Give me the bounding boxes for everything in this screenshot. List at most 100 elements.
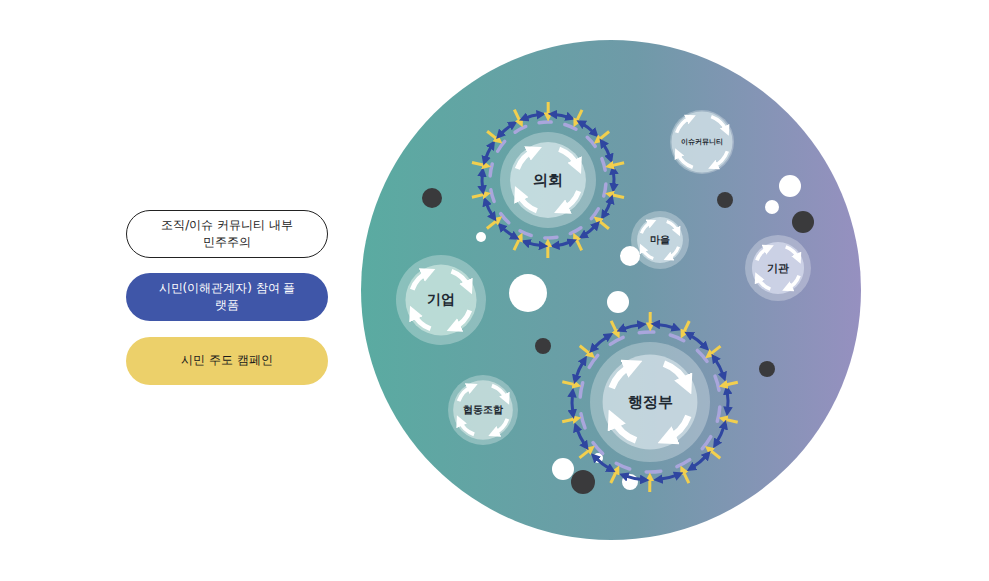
campaign-arrow <box>579 449 591 458</box>
cycle-arrow <box>451 271 468 287</box>
cycle-arrow <box>518 193 537 210</box>
platform-arc <box>539 120 551 124</box>
cycle-arrow <box>713 151 727 166</box>
platform-arrow <box>485 144 493 161</box>
platform-arrow <box>691 455 708 469</box>
inner-disk <box>510 142 586 218</box>
organization-circle: 기관 <box>745 235 811 301</box>
campaign-arrow <box>562 382 577 385</box>
cycle-arrow <box>412 272 428 289</box>
cycle-arrow <box>677 153 692 167</box>
campaign-arrow <box>611 469 618 482</box>
outer-ring <box>500 132 596 228</box>
node-label-wrap: 협동조합 <box>448 375 518 445</box>
legend-item: 시민(이해관계자) 참여 플랫폼 <box>126 273 328 321</box>
campaign-arrow <box>709 449 721 458</box>
platform-arc <box>639 330 654 334</box>
node-label-wrap: 마을 <box>631 211 689 269</box>
platform-arc <box>717 407 720 421</box>
platform-arrow <box>583 225 597 237</box>
platform-arc <box>646 469 661 473</box>
organization-circle: 이슈커뮤니티 <box>670 110 734 174</box>
node-label: 협동조합 <box>463 403 503 417</box>
campaign-arrow <box>609 163 624 166</box>
platform-arc <box>715 376 719 390</box>
platform-arrow <box>688 334 705 347</box>
inner-disk <box>637 217 683 263</box>
inner-disk <box>752 242 804 294</box>
platform-arc <box>604 184 606 196</box>
cycle-arrow <box>559 149 578 166</box>
cycle-arrow <box>494 419 508 434</box>
platform-arrow <box>552 114 570 118</box>
inner-disk <box>603 355 698 450</box>
platform-arrow <box>581 123 596 134</box>
arrow-crown <box>562 312 738 492</box>
cycle-arrow <box>459 386 473 401</box>
participation-crowns <box>472 102 738 492</box>
campaign-arrow <box>682 470 688 484</box>
platform-arc <box>490 164 492 176</box>
cycle-arrow <box>758 277 771 289</box>
cycle-arrow <box>641 222 652 233</box>
campaign-arrow <box>723 419 738 422</box>
legend-swatch <box>126 273 328 321</box>
platform-arrow <box>480 172 484 190</box>
platform-arrow <box>570 392 574 414</box>
arrow-crown <box>472 102 624 258</box>
organization-circle: 기업 <box>396 255 486 345</box>
campaign-arrow <box>472 162 487 165</box>
platform-arc <box>545 236 557 240</box>
platform-arrow <box>726 390 730 412</box>
campaign-arrow <box>597 132 609 141</box>
campaign-arrow <box>487 131 499 140</box>
platform-arc <box>593 443 603 454</box>
platform-arrow <box>523 114 541 118</box>
platform-arrow <box>499 124 513 136</box>
platform-arc <box>570 228 581 234</box>
outer-ring <box>396 255 486 345</box>
node-label: 의회 <box>533 171 563 190</box>
node-label: 이슈커뮤니티 <box>681 137 723 147</box>
campaign-arrow <box>575 110 582 123</box>
outer-ring <box>745 235 811 301</box>
platform-arrow <box>555 241 573 245</box>
platform-arc <box>677 460 690 467</box>
campaign-arrow <box>546 243 549 258</box>
campaign-arrow <box>547 102 550 117</box>
cycle-arrow <box>413 312 430 328</box>
platform-arc <box>702 437 711 449</box>
campaign-arrow <box>487 219 499 228</box>
cycle-arrow <box>642 248 653 259</box>
cycle-arrow <box>613 419 636 441</box>
organization-circle: 협동조합 <box>448 375 518 445</box>
platform-arrow <box>526 242 544 246</box>
campaign-arrow <box>514 237 521 250</box>
platform-arrow <box>576 427 586 446</box>
node-label: 기관 <box>767 261 789 276</box>
platform-arrow <box>501 226 516 237</box>
platform-arc <box>587 137 595 146</box>
campaign-arrow <box>709 346 721 355</box>
inner-disk <box>405 264 476 335</box>
platform-arc <box>565 124 576 129</box>
campaign-arrow <box>609 194 624 197</box>
platform-arrow <box>658 474 679 479</box>
outer-ring <box>631 211 689 269</box>
cycle-arrow <box>668 247 679 258</box>
campaign-arrow <box>580 346 592 355</box>
cycle-arrow <box>561 191 578 210</box>
cycle-arrow <box>612 365 634 388</box>
platform-arrow <box>621 324 642 329</box>
platform-arrow <box>594 457 611 470</box>
cycle-arrow <box>667 416 689 439</box>
platform-arrow <box>575 360 584 380</box>
campaign-arrow <box>514 110 520 124</box>
platform-arrow <box>714 358 724 377</box>
ecosystem-circle <box>361 40 861 540</box>
platform-arc <box>610 337 623 344</box>
platform-arrow <box>604 199 612 216</box>
campaign-arrow <box>723 382 738 385</box>
legend-label: 조직/이슈 커뮤니티 내부 민주주의 <box>126 210 328 258</box>
outer-ring <box>590 342 710 462</box>
